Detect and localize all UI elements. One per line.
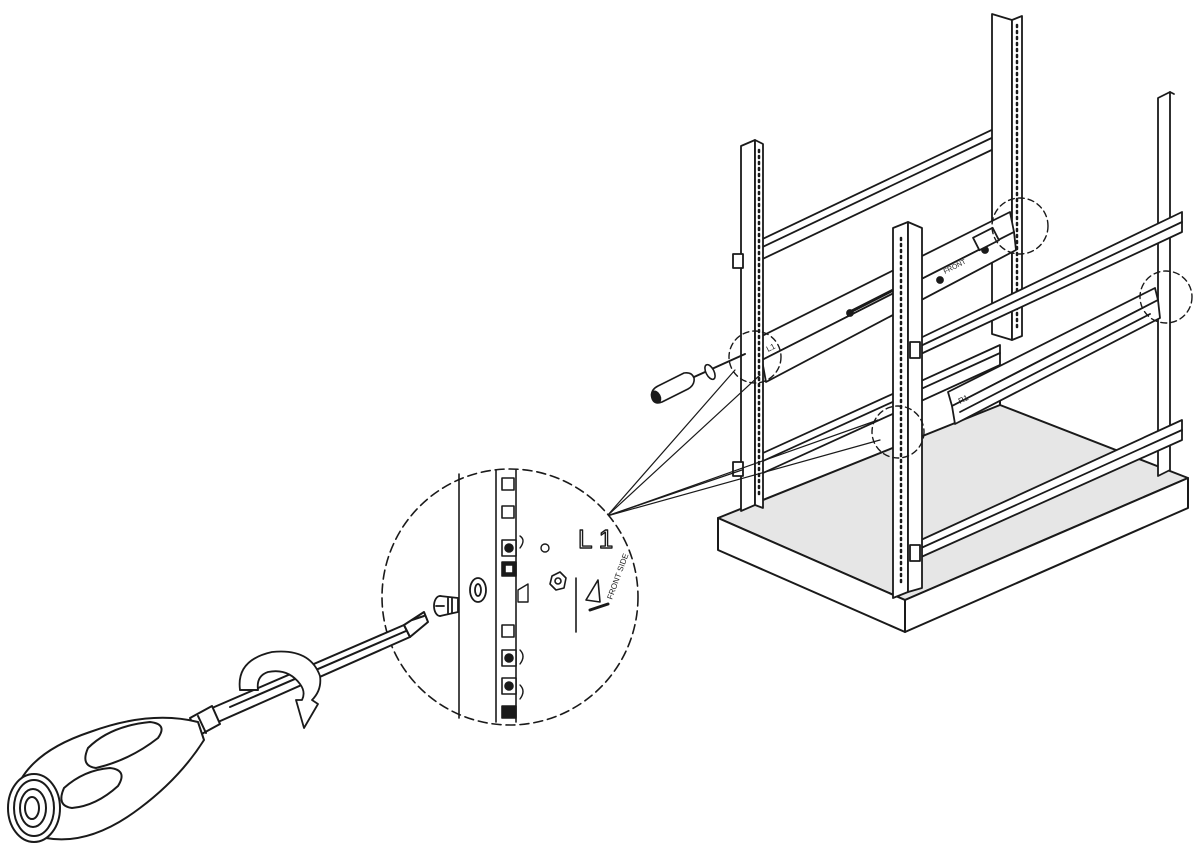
detail-circle	[381, 468, 639, 726]
rack-base	[717, 394, 1189, 633]
handle-grip-top	[84, 721, 163, 769]
left-slide-rail: L1 FRONT	[757, 211, 1017, 383]
rotation-arrow-icon	[238, 650, 322, 729]
rack-post-back-right	[1157, 91, 1175, 477]
right-slide-rail: R1	[947, 287, 1161, 425]
handle-grip-side	[60, 767, 123, 809]
screwdriver-icon	[7, 611, 429, 843]
rack-post-front-left	[732, 139, 764, 512]
leader-lines	[606, 369, 881, 517]
screw-icon	[433, 595, 459, 617]
washer-icon	[469, 577, 487, 603]
cage-nut-icon	[501, 539, 517, 719]
small-screwdriver-icon	[650, 353, 746, 404]
detail-magnifier: L 1 FRONT SIDE	[381, 468, 639, 726]
right-rail-label: R1	[957, 393, 971, 406]
rack-post-front-right	[892, 221, 923, 599]
callout-circles	[728, 197, 1193, 459]
detail-rail-label: L 1	[578, 524, 613, 554]
rail-nut-icon	[549, 571, 567, 591]
